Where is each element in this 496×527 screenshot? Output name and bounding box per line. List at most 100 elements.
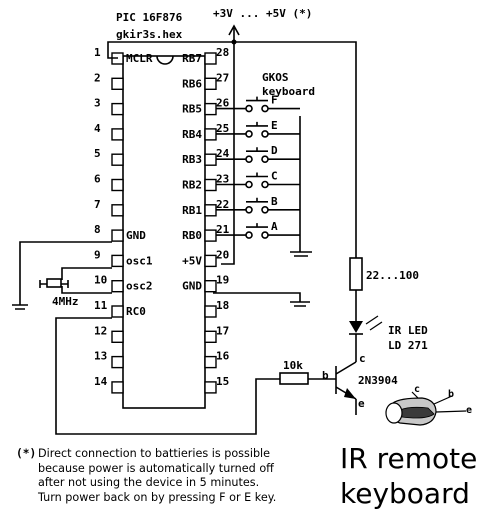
ic-pin-label: GND	[182, 280, 202, 293]
switch-contact-icon	[245, 180, 253, 189]
ic-pin-10	[111, 280, 124, 293]
footnote-line-4: Turn power back on by pressing F or E ke…	[38, 490, 277, 504]
gnd-pin8-wire	[19, 241, 112, 305]
footnote-mark: (*)	[16, 447, 37, 460]
ic-pin-number: 5	[94, 147, 101, 160]
transistor-collector-icon	[335, 361, 357, 375]
ic-pin-number: 26	[216, 97, 230, 110]
led-label-line1: IR LED	[388, 324, 428, 337]
ic-pin-28	[204, 52, 217, 65]
led-resistor-icon	[349, 257, 363, 291]
ic-pin-number: 11	[94, 299, 108, 312]
ic-pin-22	[204, 204, 217, 217]
ic-pin-number: 13	[94, 350, 107, 363]
ic-pin-7	[111, 204, 124, 217]
pinout-label-c: c	[414, 384, 420, 395]
ground-left-icon	[12, 304, 28, 310]
ic-pin-16	[204, 355, 217, 369]
ic-pin-25	[204, 128, 217, 141]
ic-pin-number: 10	[94, 274, 107, 287]
ic-pin-11	[111, 305, 124, 318]
ic-pin-18	[204, 305, 217, 318]
ic-pin-number: 17	[216, 324, 229, 337]
ic-pin-label: RB5	[182, 103, 202, 116]
base-resistor-label: 10k	[283, 359, 303, 372]
crystal-plates-icon	[39, 280, 69, 288]
led-power-wire	[234, 41, 357, 258]
ic-pin-number: 4	[94, 122, 101, 135]
switch-button-icon	[246, 96, 268, 102]
rc0-wire	[55, 317, 280, 435]
key-label-e: E	[271, 119, 278, 132]
ic-pin-label: GND	[126, 229, 146, 242]
switch-contact-icon	[261, 180, 269, 189]
pinout-label-b: b	[448, 389, 454, 400]
ic-pin-number: 6	[94, 173, 101, 186]
led-label-line2: LD 271	[388, 339, 428, 352]
ic-pin-label: RB2	[182, 179, 202, 192]
ic-notch	[156, 55, 174, 65]
footnote-line-2: because power is automatically turned of…	[38, 461, 274, 475]
ic-pin-5	[111, 153, 124, 166]
switch-contact-icon	[245, 130, 253, 138]
ic-pin-9	[111, 254, 124, 268]
ic-pin-number: 9	[94, 248, 101, 261]
ic-pin-number: 1	[94, 46, 101, 59]
switch-contact-icon	[245, 206, 253, 214]
key-label-d: D	[271, 144, 278, 157]
key-label-a: A	[271, 220, 278, 233]
ground-right-icon	[290, 301, 310, 307]
keyboard-ground-icon	[290, 251, 312, 257]
switch-contact-icon	[245, 155, 253, 163]
gnd-pin19-wire	[213, 292, 301, 302]
power-arrow-icon	[228, 24, 240, 36]
keyboard-title-line1: GKOS	[262, 71, 289, 84]
ic-pin-8	[111, 229, 124, 242]
key-label-c: C	[271, 170, 278, 183]
base-resistor-icon	[279, 372, 309, 385]
led-resistor-label: 22...100	[366, 269, 419, 282]
ic-pin-13	[111, 355, 124, 369]
ic-pin-19	[204, 280, 217, 293]
pinout-label-e: e	[466, 405, 472, 416]
ic-pin-number: 7	[94, 198, 101, 211]
ic-pin-20	[204, 254, 217, 268]
footnote: (*) Direct connection to battieries is p…	[16, 447, 316, 505]
transistor-pin-e: e	[358, 397, 365, 410]
ic-pin-number: 12	[94, 324, 107, 337]
hex-file-label: gkir3s.hex	[116, 28, 183, 41]
ic-pin-number: 2	[94, 71, 101, 84]
switch-contact-icon	[245, 104, 253, 113]
ic-pin-label: RB6	[182, 77, 202, 90]
ic-pin-label: RB0	[182, 229, 202, 242]
key-label-f: F	[271, 94, 278, 107]
switch-button-icon	[246, 223, 268, 228]
osc1-wire	[61, 267, 112, 280]
footnote-line-3: after not using the device in 5 minutes.	[38, 476, 260, 489]
switch-contact-icon	[261, 104, 269, 113]
ic-pin-label: osc1	[126, 254, 153, 267]
switch-button-icon	[246, 197, 268, 203]
ic-pin-6	[111, 178, 124, 192]
ic-pin-label: RC0	[126, 305, 146, 318]
led-icon	[349, 321, 363, 333]
ic-pin-number: 22	[216, 198, 229, 211]
title-line2: keyboard	[340, 477, 470, 510]
ic-pin-24	[204, 153, 217, 166]
crystal-label: 4MHz	[52, 295, 79, 308]
ic-pin-label: RB4	[182, 128, 202, 141]
ic-right-pins: 28RB727RB626RB525RB424RB323RB222RB121RB0…	[182, 46, 230, 394]
transistor-pin-b: b	[322, 369, 329, 382]
ic-pin-number: 25	[216, 122, 229, 135]
ic-model-label: PIC 16F876	[116, 11, 183, 24]
ic-pin-12	[111, 330, 124, 343]
ic-pin-27	[204, 77, 217, 91]
ic-pin-label: osc2	[126, 280, 153, 293]
ic-pin-label: RB1	[182, 204, 202, 217]
ic-pin-21	[204, 229, 217, 242]
ic-pin-3	[111, 102, 124, 116]
switch-contact-icon	[261, 206, 269, 214]
